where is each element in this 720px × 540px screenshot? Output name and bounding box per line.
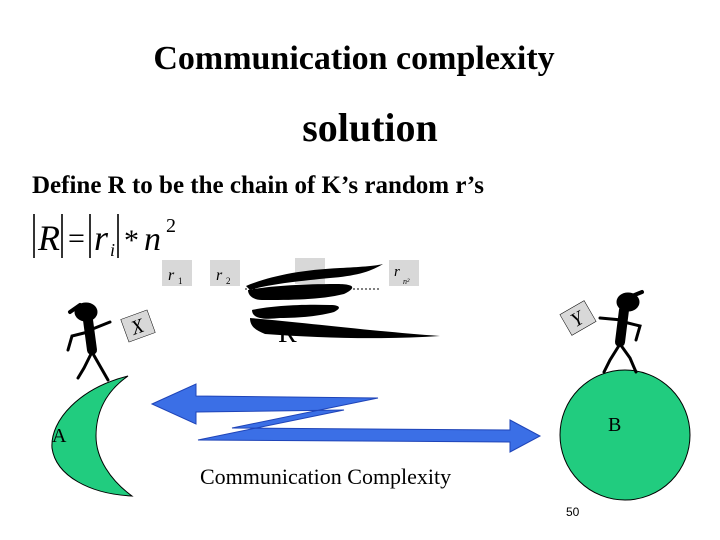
card-x: X: [120, 309, 156, 343]
brush-stroke-middle: [248, 284, 353, 300]
card-y: Y: [559, 300, 597, 336]
formula-rhs-var: r: [94, 218, 109, 258]
formula-rhs-sub: i: [110, 240, 115, 260]
slide-title: Communication complexity: [153, 40, 555, 77]
party-a-label: A: [52, 425, 67, 447]
definition-text: Define R to be the chain of K’s random r…: [32, 172, 485, 199]
stick-figure-left-icon: [66, 302, 112, 382]
formula-lhs-var: R: [37, 218, 60, 258]
chain-r2-label: r: [216, 267, 223, 284]
chain-rn2-label: r: [394, 264, 400, 280]
communication-arrow: [150, 383, 542, 453]
chain-rn2-sub: n²: [403, 277, 410, 286]
party-a-crescent: [51, 375, 134, 497]
formula-op: *: [124, 224, 139, 257]
party-b-circle: [559, 369, 691, 501]
brush-stroke-lower: [252, 304, 339, 319]
chain-box-r2: r 2: [210, 260, 240, 286]
chain-name-label: R: [278, 318, 297, 349]
formula-exp: 2: [166, 215, 176, 237]
brush-stroke-top: [246, 264, 383, 290]
chain-box-rn2: r n²: [389, 260, 419, 286]
chain-r1-label: r: [168, 267, 175, 284]
chain-r2-sub: 2: [226, 276, 231, 286]
stick-figure-right-icon: [598, 290, 644, 374]
brush-stroke-tail: [250, 318, 440, 339]
formula-n-var: n: [144, 221, 161, 258]
party-b-label: B: [608, 414, 621, 436]
chain-box-r1: r 1: [162, 260, 192, 286]
chain-r1-sub: 1: [178, 276, 183, 286]
formula-equals: =: [68, 222, 85, 255]
slide-subtitle: solution: [302, 105, 438, 150]
page-number: 50: [566, 505, 580, 519]
formula: R = r i * n 2: [33, 214, 176, 260]
communication-complexity-label: Communication Complexity: [200, 464, 451, 489]
